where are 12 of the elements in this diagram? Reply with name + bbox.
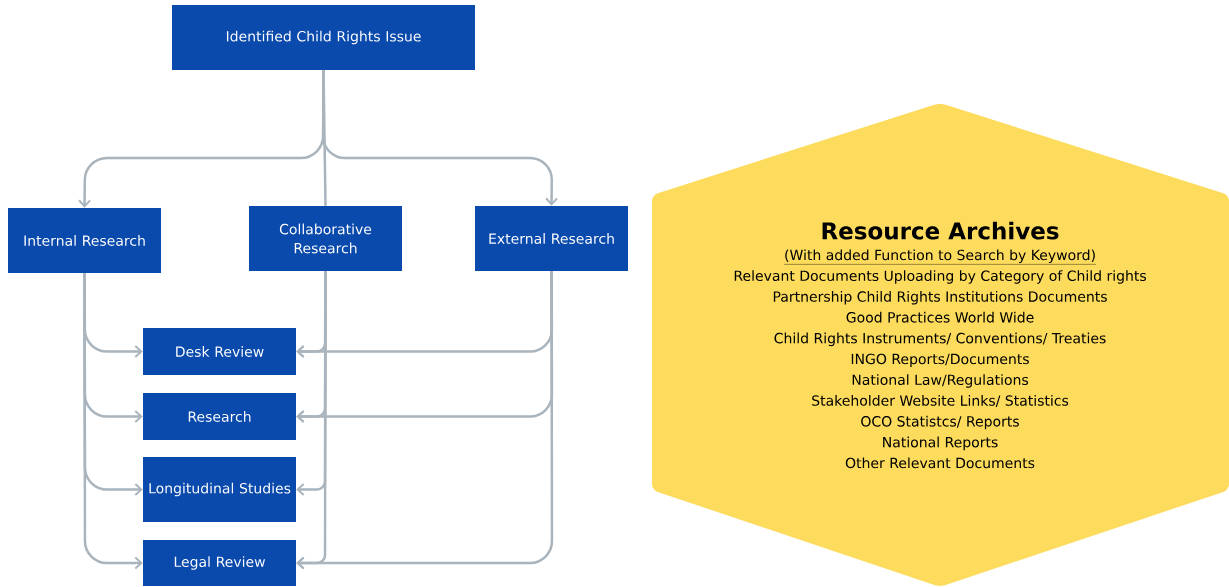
process-box: Longitudinal Studies xyxy=(143,457,296,522)
process-box: Internal Research xyxy=(8,208,161,273)
process-box: Collaborative Research xyxy=(249,206,402,271)
process-box: Identified Child Rights Issue xyxy=(172,5,475,70)
arrow xyxy=(296,271,554,570)
arrow xyxy=(321,70,559,206)
process-box: External Research xyxy=(475,206,628,271)
arrow xyxy=(83,273,143,570)
hexagon: Resource Archives (With added Function to Search by Keyword) Relevant Documents Uploading by Category of Child rights Partnership Child Rights Institutions Documents Good Practices World Wide Child Rights Instruments/ Conventions/ Treaties INGO Reports/Documents National Law/Regulations Stakeholder Website Links/ Statistics OCO Statistcs/ Reports National Reports Other Relevant Documents xyxy=(652,104,1229,586)
process-box: Research xyxy=(143,393,296,440)
process-box: Desk Review xyxy=(143,328,296,375)
process-box: Legal Review xyxy=(143,540,296,586)
